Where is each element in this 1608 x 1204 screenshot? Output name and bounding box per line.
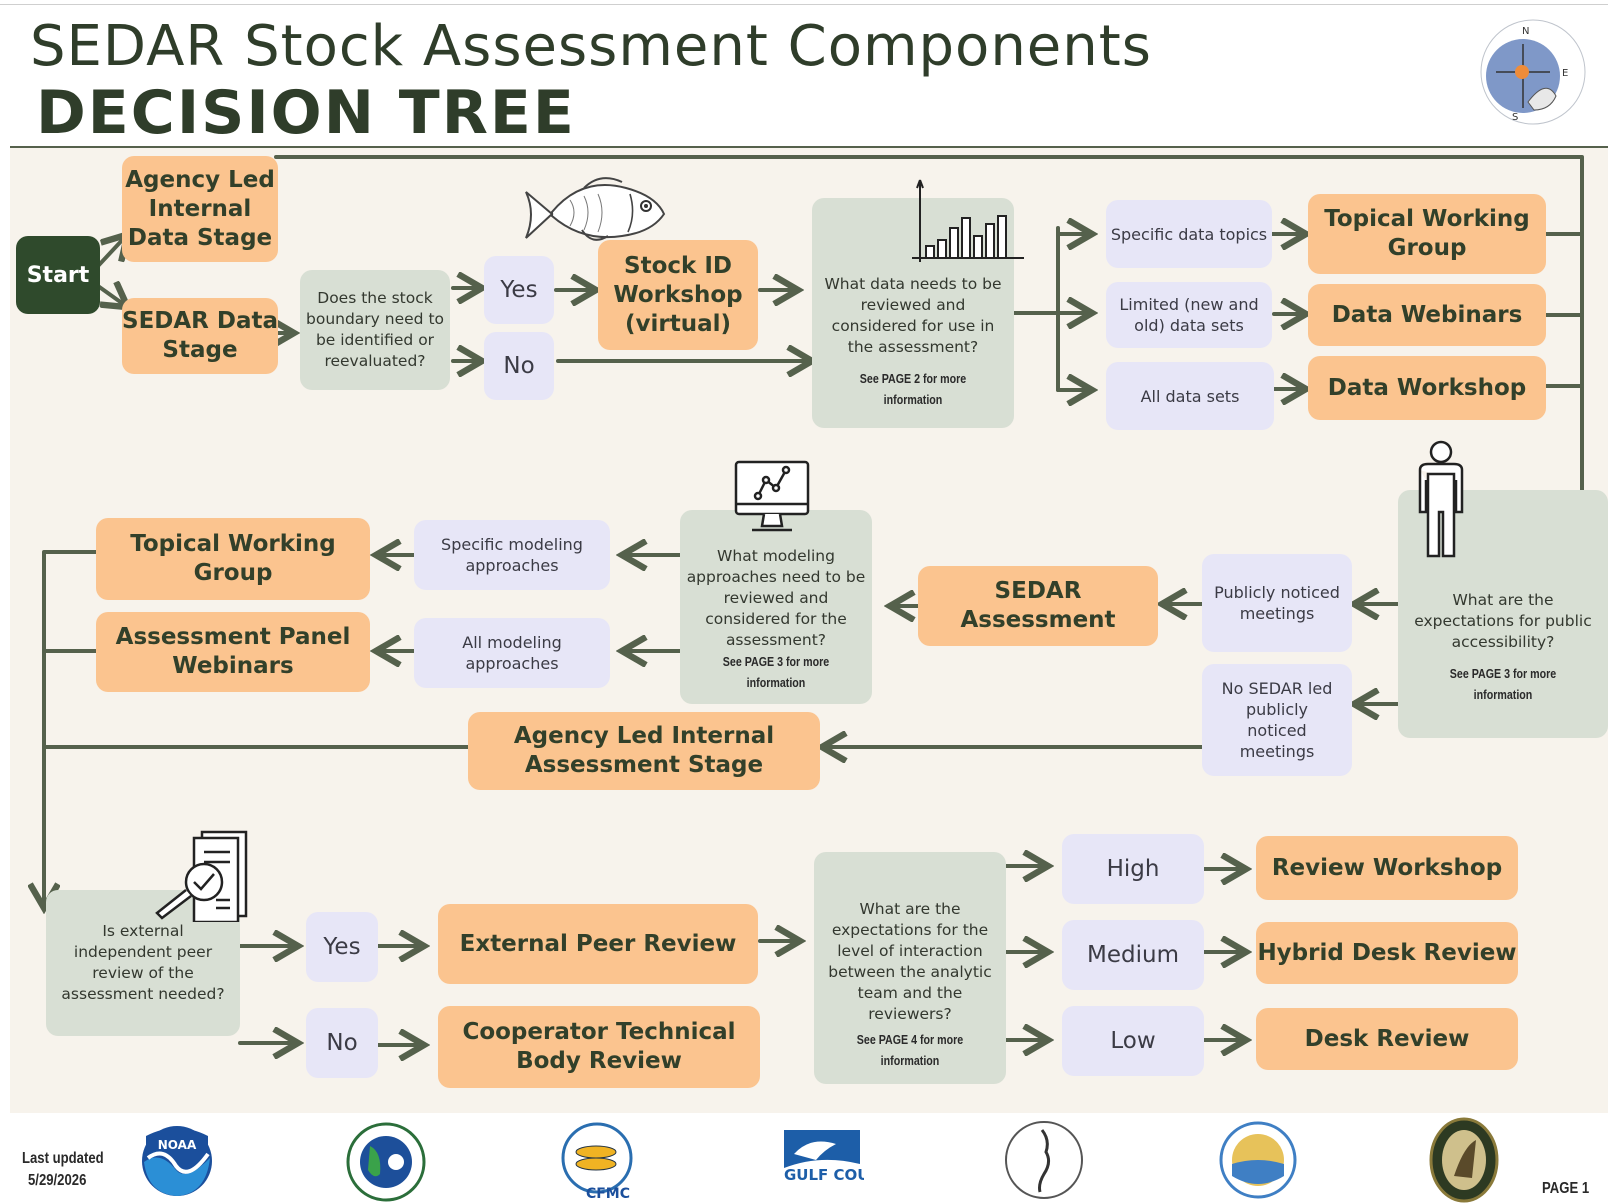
all-data-sets: All data sets [1106, 362, 1274, 430]
review-workshop: Review Workshop [1256, 836, 1518, 900]
modeling-question: What modeling approaches need to be revi… [680, 510, 872, 704]
level-medium: Medium [1062, 920, 1204, 990]
fish-icon [525, 177, 666, 241]
sedar-data-stage: SEDAR Data Stage [122, 298, 278, 374]
answer-no-2: No [306, 1008, 378, 1078]
specific-modeling-approaches: Specific modeling approaches [414, 520, 610, 590]
topical-working-group-data: Topical Working Group [1308, 194, 1546, 274]
public-question-see-more: See PAGE 3 for more information [1449, 665, 1557, 702]
topical-working-group-model: Topical Working Group [96, 518, 370, 600]
hybrid-desk-review: Hybrid Desk Review [1256, 922, 1518, 984]
agency-data-stage: Agency Led Internal Data Stage [122, 156, 278, 262]
no-sedar-meetings: No SEDAR led publicly noticed meetings [1202, 664, 1352, 776]
compass-n: N [1522, 26, 1529, 37]
bar-chart-icon [912, 179, 1024, 262]
public-question-text: What are the expectations for public acc… [1414, 590, 1592, 651]
data-question-see-more: See PAGE 2 for more information [859, 371, 967, 407]
person-icon [1418, 440, 1464, 558]
external-peer-review: External Peer Review [438, 904, 758, 984]
page-title: SEDAR Stock Assessment Components [30, 14, 1152, 79]
start-node: Start [16, 236, 100, 314]
monitor-chart-icon [734, 460, 810, 532]
south-atlantic-council-logo [346, 1122, 426, 1202]
answer-no-1: No [484, 332, 554, 400]
data-question-text: What data needs to be reviewed and consi… [824, 275, 1002, 356]
compass-e: E [1562, 68, 1568, 79]
florida-fwc-logo [1429, 1117, 1499, 1203]
document-magnifier-icon [155, 830, 248, 922]
sedar-compass-logo: N E S [1480, 19, 1586, 125]
noaa-wordmark: NOAA [158, 1138, 197, 1152]
level-high: High [1062, 834, 1204, 904]
specific-data-topics: Specific data topics [1106, 200, 1272, 268]
gulf-council-wordmark: GULF COUNCIL [784, 1166, 864, 1184]
page-subtitle: DECISION TREE [36, 78, 576, 148]
limited-data-sets: Limited (new and old) data sets [1106, 282, 1272, 348]
stock-id-workshop: Stock ID Workshop (virtual) [598, 240, 758, 350]
sedar-assessment: SEDAR Assessment [918, 566, 1158, 646]
noaa-logo: NOAA [142, 1126, 212, 1196]
interaction-question-text: What are the expectations for the level … [828, 900, 992, 1023]
atlantic-states-commission-logo [1005, 1121, 1083, 1199]
cooperator-technical-body-review: Cooperator Technical Body Review [438, 1006, 760, 1088]
compass-s: S [1512, 112, 1518, 123]
level-low: Low [1062, 1006, 1204, 1076]
agency-assessment-stage: Agency Led Internal Assessment Stage [468, 712, 820, 790]
desk-review: Desk Review [1256, 1008, 1518, 1070]
last-updated-date: 5/29/2026 [28, 1172, 87, 1189]
caribbean-council-logo: CFMC [561, 1122, 633, 1202]
answer-yes-2: Yes [306, 912, 378, 982]
cfmc-wordmark: CFMC [586, 1186, 630, 1202]
top-rule [0, 4, 1608, 5]
last-updated-label: Last updated [22, 1150, 104, 1167]
gulf-states-commission-logo [1219, 1121, 1297, 1199]
data-webinars: Data Webinars [1308, 284, 1546, 346]
interaction-question-see-more: See PAGE 4 for more information [856, 1032, 964, 1068]
all-modeling-approaches: All modeling approaches [414, 618, 610, 688]
page-number: PAGE 1 [1542, 1180, 1590, 1197]
modeling-question-see-more: See PAGE 3 for more information [722, 653, 830, 690]
answer-yes-1: Yes [484, 256, 554, 324]
interaction-level-question: What are the expectations for the level … [814, 852, 1006, 1084]
header-divider [10, 146, 1608, 148]
publicly-noticed-meetings: Publicly noticed meetings [1202, 554, 1352, 652]
data-workshop: Data Workshop [1308, 356, 1546, 420]
assessment-panel-webinars: Assessment Panel Webinars [96, 612, 370, 692]
stock-boundary-question: Does the stock boundary need to be ident… [300, 270, 450, 390]
modeling-question-text: What modeling approaches need to be revi… [686, 546, 866, 649]
gulf-council-logo: GULF COUNCIL [784, 1130, 864, 1184]
